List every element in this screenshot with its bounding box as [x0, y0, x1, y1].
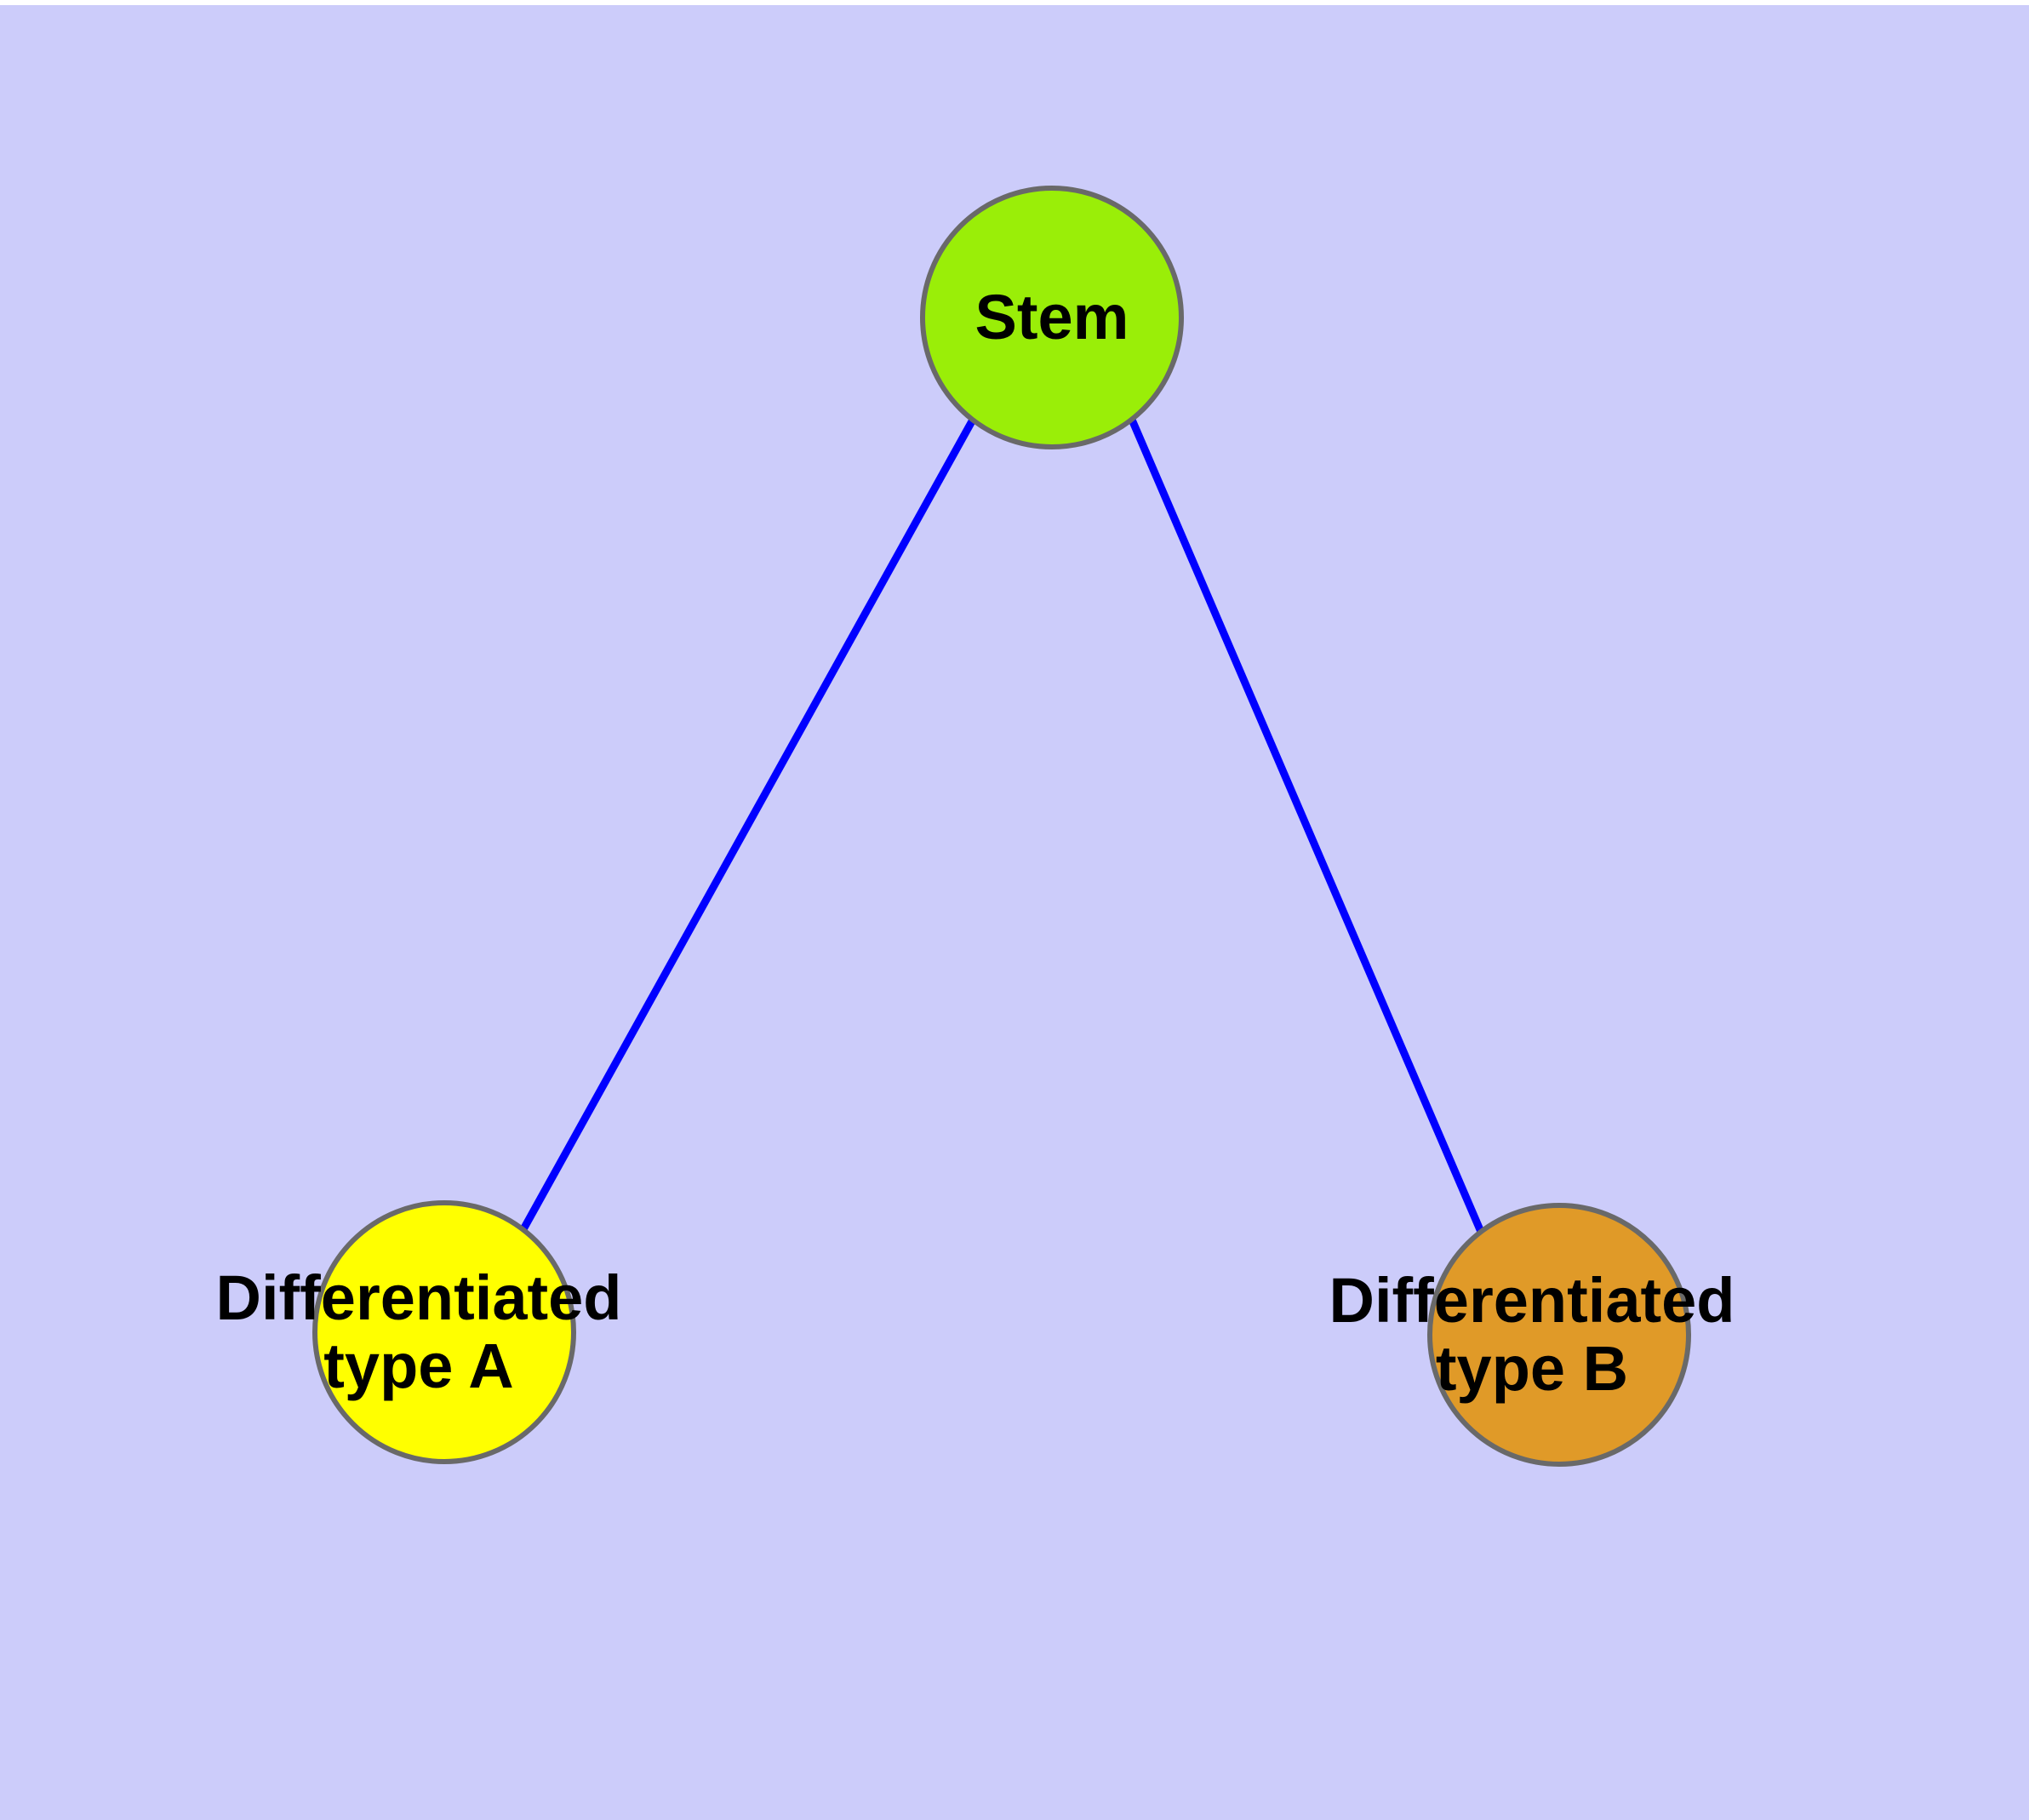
edge-stem-to-differentiated-type-b [1128, 418, 1485, 1233]
node-stem[interactable] [920, 186, 1184, 449]
edges-layer [520, 417, 1485, 1233]
nodes-layer [312, 186, 1691, 1467]
node-differentiated-type-a[interactable] [312, 1200, 576, 1464]
edge-stem-to-differentiated-type-a [520, 417, 976, 1232]
node-differentiated-type-b[interactable] [1427, 1203, 1691, 1467]
